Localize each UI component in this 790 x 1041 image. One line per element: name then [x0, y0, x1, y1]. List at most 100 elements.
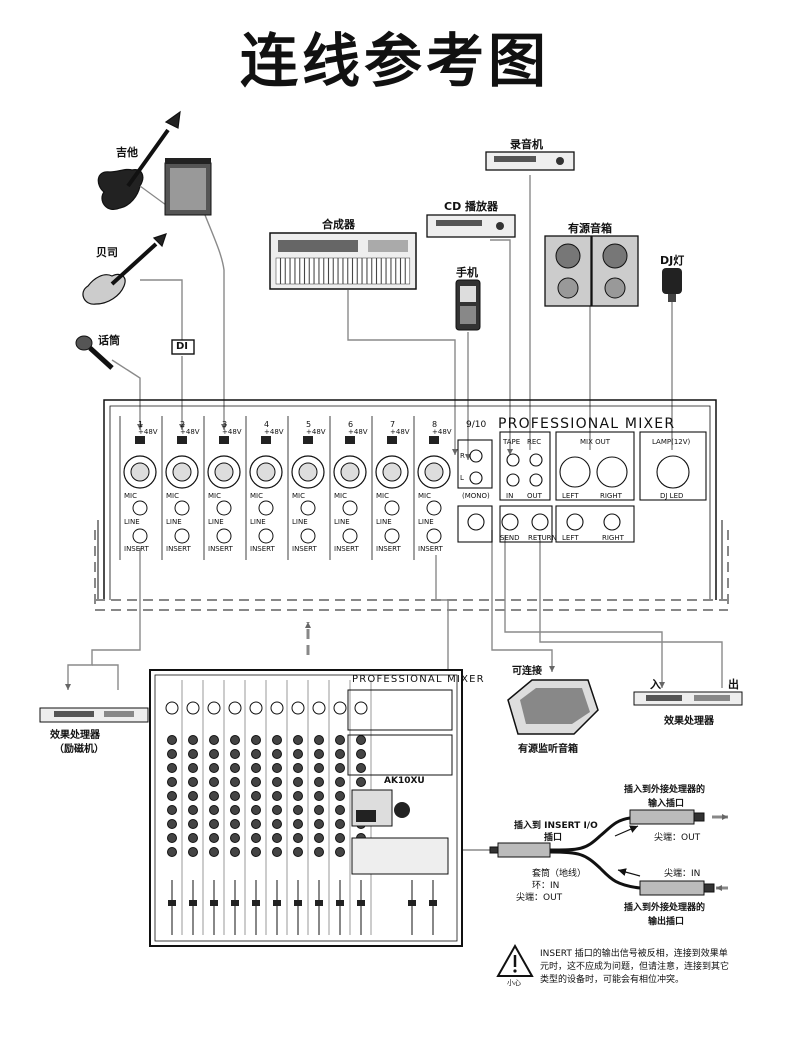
- channel-number: 3: [222, 420, 228, 429]
- fx-processor-icon: [633, 691, 743, 706]
- channel-number: 7: [390, 420, 396, 429]
- channel-insert-label: INSERT: [124, 545, 149, 553]
- mini-knob: [251, 819, 261, 829]
- mini-knob: [293, 805, 303, 815]
- channel-line-label: LINE: [208, 518, 224, 526]
- bass-icon: [82, 233, 167, 305]
- mini-fader-cap: [168, 900, 176, 906]
- line-jack: [174, 500, 190, 516]
- guitar-label: 吉他: [116, 146, 138, 159]
- mini-xlr: [207, 701, 221, 715]
- channel-phantom-label: +48V: [432, 428, 452, 436]
- channel-insert-label: INSERT: [292, 545, 317, 553]
- to-fx-in-label-1: 插入到外接处理器的: [624, 785, 706, 795]
- mixout-label: MIX OUT: [580, 438, 611, 446]
- phone-label: 手机: [456, 266, 478, 279]
- mini-knob: [293, 847, 303, 857]
- mini-knob: [293, 735, 303, 745]
- channel-phantom-label: +48V: [390, 428, 410, 436]
- mini-knob: [230, 833, 240, 843]
- caution-label: 小心: [507, 979, 521, 987]
- mini-knob: [230, 735, 240, 745]
- microphone-icon: [75, 335, 114, 370]
- xlr-inner: [214, 462, 234, 482]
- mini-knob: [209, 749, 219, 759]
- to-fx-out-label-1: 插入到外接处理器的: [624, 903, 706, 913]
- mini-knob: [335, 805, 345, 815]
- mini-knob: [167, 777, 177, 787]
- synth-key: [400, 257, 406, 285]
- mini-knob: [335, 777, 345, 787]
- mini-knob: [272, 791, 282, 801]
- line-jack: [258, 500, 274, 516]
- channel-line-label: LINE: [124, 518, 140, 526]
- mini-knob: [167, 735, 177, 745]
- mini-knob: [209, 833, 219, 843]
- line-jack: [132, 500, 148, 516]
- mini-xlr: [333, 701, 347, 715]
- line-jack: [342, 500, 358, 516]
- mini-knob: [188, 777, 198, 787]
- cd-label: CD 播放器: [444, 200, 499, 213]
- channel-line-label: LINE: [418, 518, 434, 526]
- synth-label: 合成器: [322, 218, 355, 231]
- mini-knob: [293, 763, 303, 773]
- channel-phantom-label: +48V: [348, 428, 368, 436]
- mini-xlr: [228, 701, 242, 715]
- speakers-label: 有源音箱: [568, 222, 612, 235]
- mini-fader-cap: [429, 900, 437, 906]
- phantom-switch: [345, 436, 355, 444]
- mini-knob: [272, 777, 282, 787]
- mini-knob: [314, 847, 324, 857]
- mini-xlr: [186, 701, 200, 715]
- mini-knob: [251, 735, 261, 745]
- guitar-icon: [97, 110, 181, 210]
- synth-key: [328, 257, 334, 285]
- synth-key: [386, 257, 391, 285]
- line-jack: [426, 500, 442, 516]
- synth-key: [395, 257, 401, 285]
- mini-knob: [293, 791, 303, 801]
- mini-fader-cap: [315, 900, 323, 906]
- mini-xlr: [165, 701, 179, 715]
- channel-mic-label: MIC: [376, 492, 389, 500]
- mini-fader-cap: [252, 900, 260, 906]
- tip-out-top-label: 尖端：OUT: [654, 833, 701, 843]
- mini-knob: [314, 749, 324, 759]
- mixout-right-label: RIGHT: [600, 492, 622, 500]
- lamp-label: LAMP(12V): [652, 438, 691, 446]
- fx-exciter-label-2: （励磁机）: [54, 744, 104, 755]
- mini-knob: [293, 777, 303, 787]
- mini-knob: [167, 833, 177, 843]
- mini-knob: [167, 791, 177, 801]
- insert-jack: [216, 528, 232, 544]
- mixer-rear-panel: [94, 399, 729, 655]
- mini-xlr: [270, 701, 284, 715]
- mini-knob: [251, 763, 261, 773]
- xlr-inner: [340, 462, 360, 482]
- fx2-label: 效果处理器: [664, 716, 714, 727]
- cd-player-icon: [426, 214, 516, 238]
- mic-label: 话筒: [98, 334, 120, 347]
- mini-knob: [188, 791, 198, 801]
- mini-fader-cap: [408, 900, 416, 906]
- mini-knob: [314, 777, 324, 787]
- mono-label: (MONO): [462, 492, 490, 500]
- mixer-right-section: [457, 431, 707, 543]
- mini-mixer-top-view: [149, 669, 463, 947]
- connection-cables: [65, 175, 723, 853]
- to-fx-out-label-2: 输出插口: [648, 917, 685, 927]
- phantom-switch: [387, 436, 397, 444]
- rec-label: REC: [527, 438, 542, 446]
- mini-xlr: [312, 701, 326, 715]
- channel-mic-label: MIC: [166, 492, 179, 500]
- synth-key: [299, 257, 305, 285]
- warning-line-1: INSERT 插口的输出信号被反相，连接到效果单: [540, 949, 728, 959]
- mini-knob: [209, 777, 219, 787]
- mixer-title: PROFESSIONAL MIXER: [498, 416, 676, 432]
- xlr-inner: [298, 462, 318, 482]
- channel-phantom-label: +48V: [222, 428, 242, 436]
- channel-mic-label: MIC: [124, 492, 137, 500]
- mini-fader-cap: [231, 900, 239, 906]
- mini-fader-cap: [273, 900, 281, 906]
